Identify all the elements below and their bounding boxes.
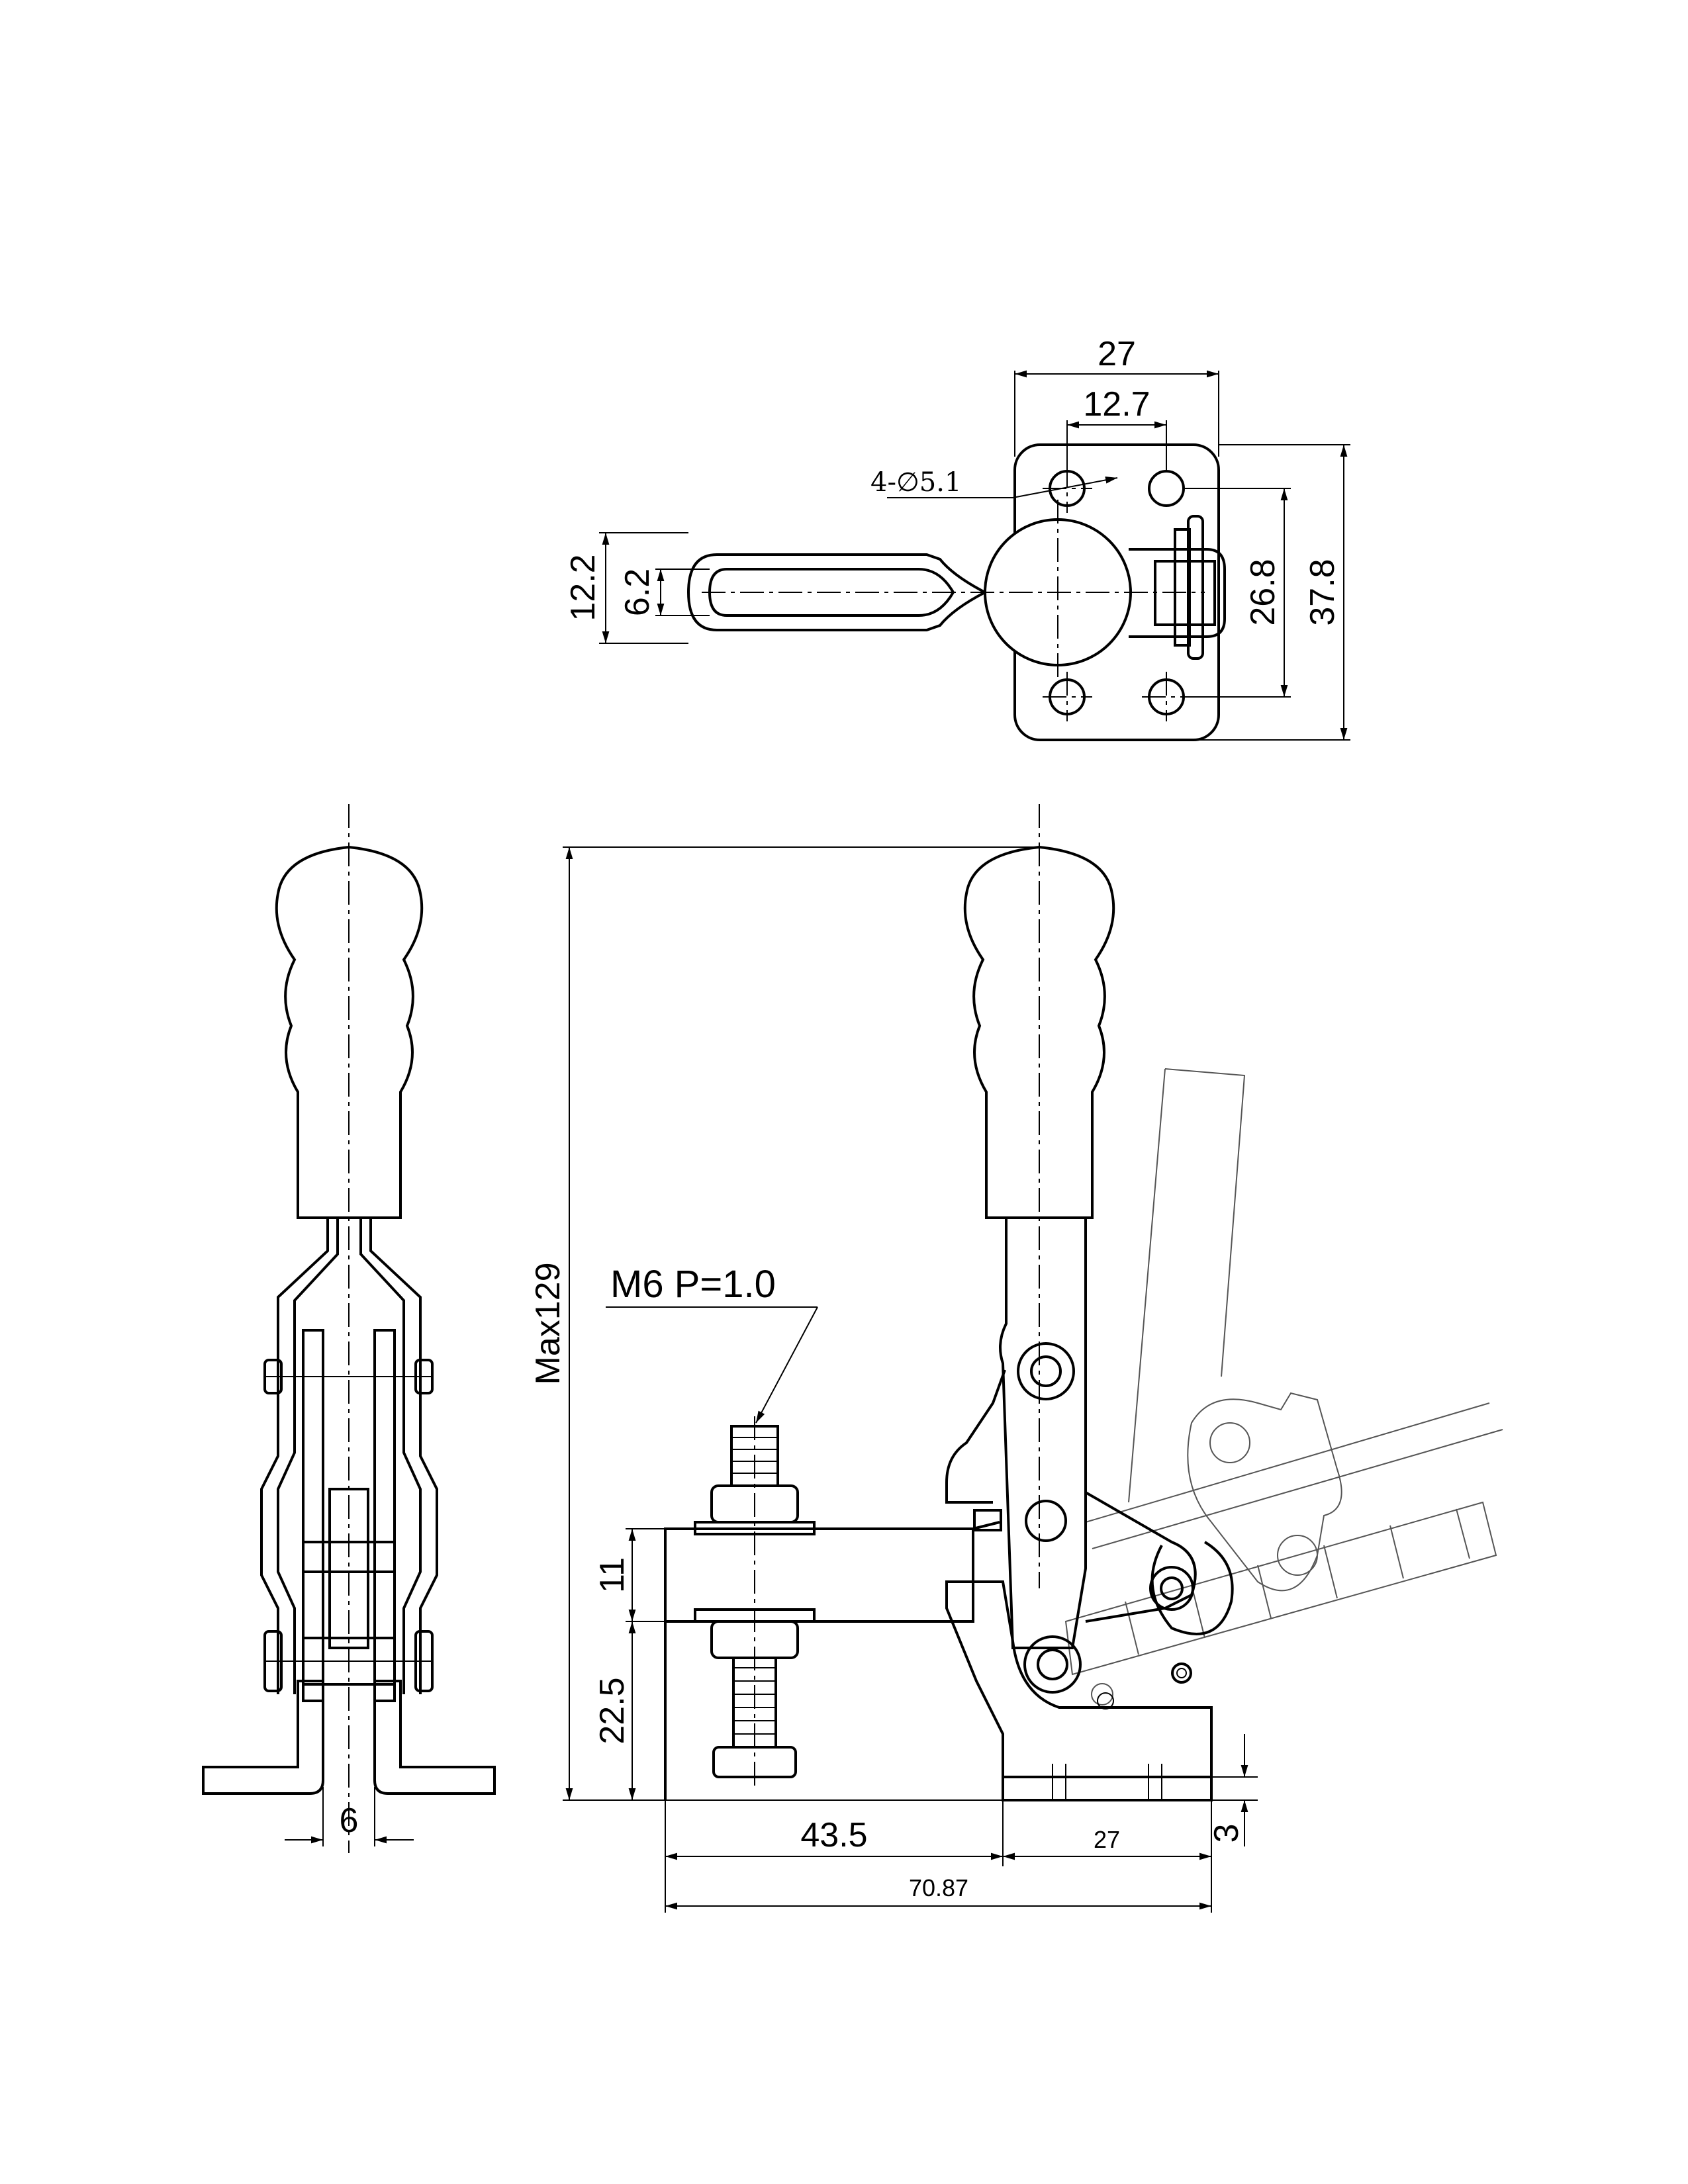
- dim-arm-thickness: 11: [593, 1557, 632, 1593]
- dim-base-length: 27: [1094, 1826, 1120, 1853]
- top-view: 27 12.7 4-∅5.1 12.2 6.2 26.8 37.8: [564, 335, 1350, 741]
- dim-thread: M6 P=1.0: [610, 1263, 776, 1306]
- dim-handle-gap: 6: [340, 1801, 359, 1840]
- side-body: [945, 1580, 1213, 1801]
- front-view: 6: [202, 804, 496, 1853]
- side-arm: [999, 1218, 1087, 1649]
- side-grip: [963, 845, 1115, 1219]
- dim-hole-pitch: 26.8: [1244, 559, 1282, 625]
- ghost-open-position: [1064, 1068, 1503, 1706]
- front-foot-left: [202, 1680, 324, 1795]
- dim-hole-spacing: 12.7: [1083, 385, 1150, 424]
- top-handle: [686, 553, 988, 631]
- dim-reach: 43.5: [800, 1816, 867, 1854]
- dim-holes: 4-∅5.1: [870, 467, 961, 498]
- top-handle-slot: [708, 568, 955, 617]
- front-grip: [275, 845, 424, 1219]
- top-bracket: [1129, 548, 1226, 638]
- dim-base-height: 37.8: [1303, 559, 1342, 625]
- dim-top-width: 27: [1098, 335, 1136, 373]
- dim-spindle-height: 22.5: [593, 1677, 632, 1744]
- dim-slot-inner: 6.2: [618, 569, 657, 616]
- front-foot-right: [373, 1680, 496, 1795]
- dim-overall-length: 70.87: [909, 1874, 968, 1901]
- dim-max-height: Max129: [529, 1263, 567, 1385]
- dim-base-thickness: 3: [1207, 1824, 1246, 1843]
- spindle-arm: [664, 1527, 974, 1623]
- side-view: M6 P=1.0 Max129 11 22.5 43.5 27 70.87 3: [529, 804, 1503, 1913]
- dim-slot-outer: 12.2: [564, 554, 602, 621]
